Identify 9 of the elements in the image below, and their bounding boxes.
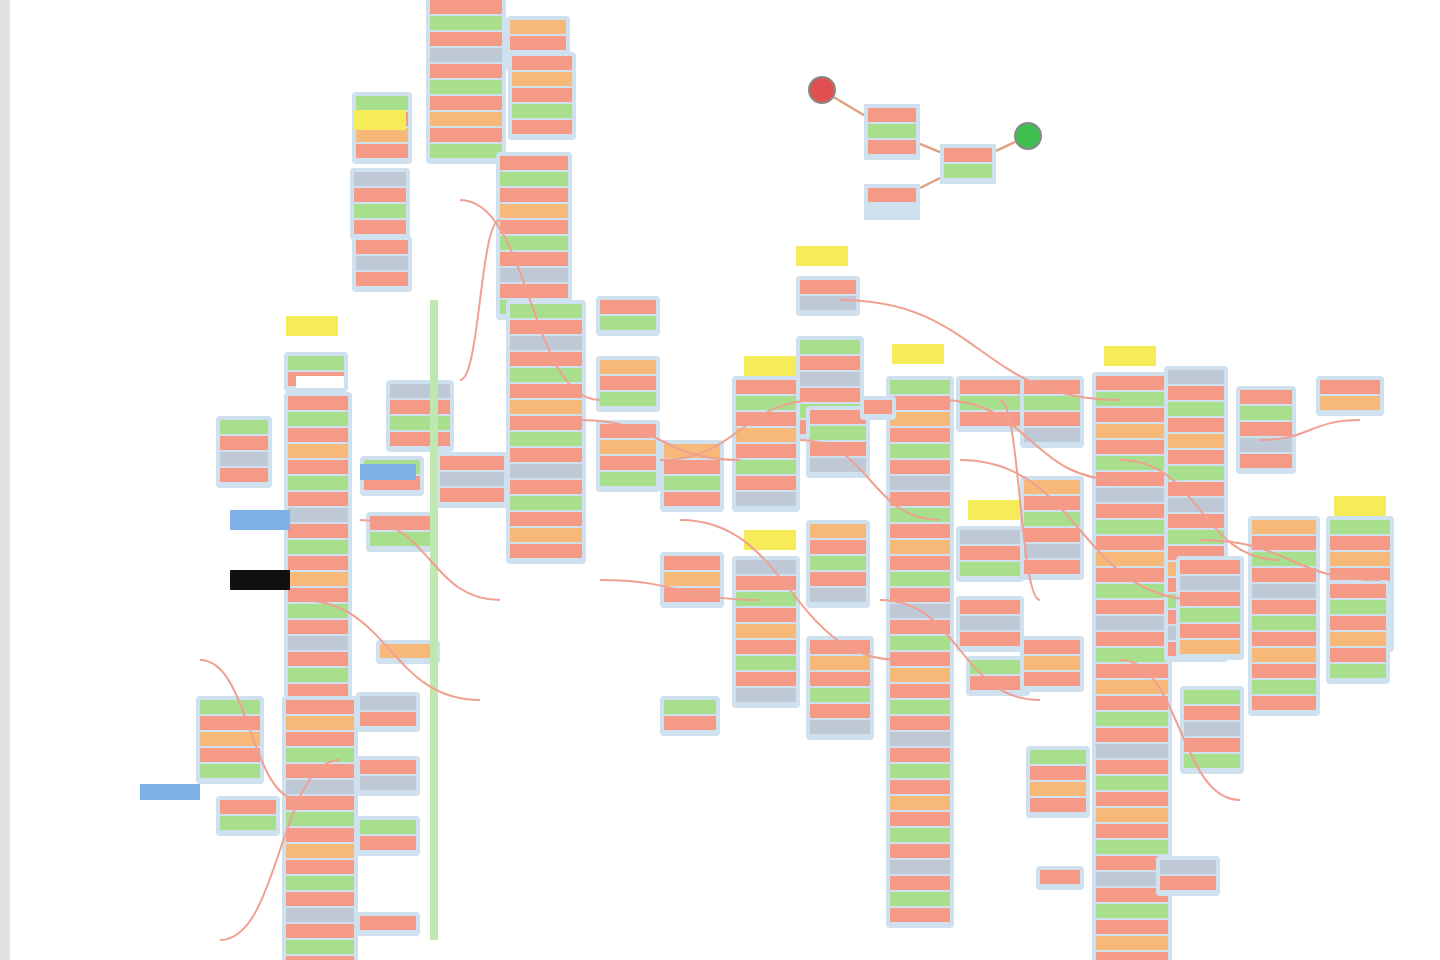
- connector-line: [919, 176, 941, 190]
- state-circle: [808, 76, 836, 104]
- node-box: [864, 184, 920, 220]
- node-box: [940, 144, 996, 184]
- state-circle: [1014, 122, 1042, 150]
- connector-line: [995, 140, 1016, 152]
- node-box: [864, 104, 920, 160]
- connector-line: [919, 142, 941, 154]
- connector-line: [833, 96, 865, 117]
